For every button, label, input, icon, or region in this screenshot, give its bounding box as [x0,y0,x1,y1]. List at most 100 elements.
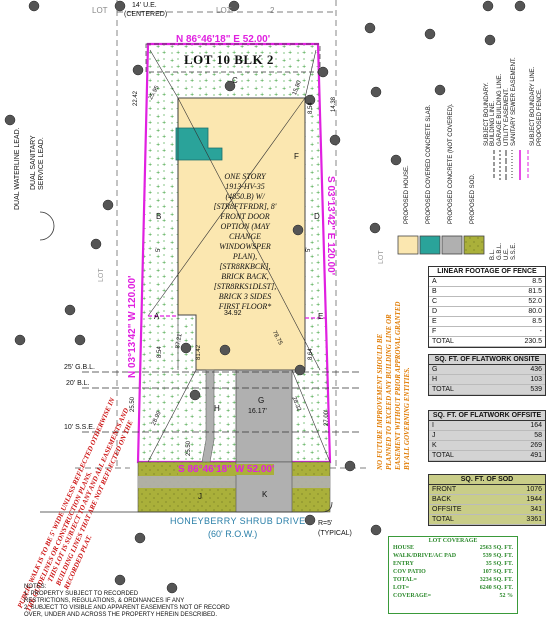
cell-value: 230.5 [524,338,542,345]
notes-block: NOTES: 1. PROPERTY SUBJECT TO RECORDED R… [24,584,304,619]
note-1-cont: RESTRICTIONS, REGULATIONS, & ORDINANCES … [24,598,185,604]
cell-value: 341 [530,506,542,513]
legend-building-line: BUILDING LINE. [490,100,496,146]
street-name: HONEYBERRY SHRUB DRIVE [170,516,306,526]
cell-value: 436 [530,366,542,373]
legend-proposed-fence: PROPOSED FENCE. [537,88,543,146]
letter-d: D [314,212,320,221]
table-row: OFFSITE 341 [429,505,545,515]
cell-key: ENTRY [393,561,414,567]
notes-title: NOTES: [24,584,47,590]
utility-easement-centered: (CENTERED) [124,11,168,18]
table-row: D 80.0 [429,307,545,317]
driveway [235,369,293,463]
cell-value: 35 SQ. FT. [485,561,513,567]
table-row: ENTRY 35 SQ. FT. [389,560,517,568]
utility-easement [145,43,321,73]
legend-line-samples [493,150,529,180]
dim-27-00: 27.00' [324,409,330,426]
dim-8-54-top: 8.54 [308,102,314,114]
table-row: J 58 [429,431,545,441]
onsite-table-title: SQ. FT. OF FLATWORK ONSITE [429,355,545,365]
top-lot-number-right: 2 [270,6,275,15]
legend-abbr-gbl: G.B.L. [497,242,503,260]
legend-concrete: PROPOSED CONCRETE (NOT COVERED). [448,103,454,224]
cell-value: 6240 SQ. FT. [479,585,513,591]
west-bearing: N 03°13'42" W 120.00' [127,275,138,378]
letter-k: K [262,490,268,499]
cell-key: LOT= [393,585,410,591]
cell-value: 1944 [526,496,542,503]
cell-value: 58 [534,432,542,439]
dim-81-42: 81.42 [196,344,202,360]
cell-value: 164 [530,422,542,429]
dim-14-38: 14.38 [331,96,337,112]
future-improvement-note: NO FUTURE IMPROVEMENT SHOULD BE PLANNED … [376,301,411,470]
note-2-cont: OVER, UNDER AND ACROSS THE PROPERTY HERE… [24,612,218,618]
table-row: LOT= 6240 SQ. FT. [389,584,517,592]
table-row: G 436 [429,365,545,375]
cell-value: 3234 SQ. FT. [479,577,513,583]
cell-key: D [432,308,438,315]
lot-block-title: LOT 10 BLK 2 [184,52,274,67]
letter-g: G [258,396,265,405]
dim-16-17: 16.17' [248,408,267,415]
cell-value: - [539,328,542,335]
street-row: (60' R.O.W.) [208,529,258,539]
legend-sanitary-sewer-easement: SANITARY SEWER EASEMENT. [511,57,517,146]
dim-25-50-b: 25.50 [186,440,192,456]
legend-abbr-sse: S.S.E. [511,242,517,260]
cell-key: C [432,298,438,305]
legend-subject-boundary: SUBJECT BOUNDARY. [484,82,490,146]
waterline-symbol [39,211,55,241]
cell-value: 1076 [526,486,542,493]
cell-key: TOTAL [432,386,454,393]
sod-table-title: SQ. FT. OF SOD [429,475,545,485]
table-row: F- [429,327,545,337]
sewer-easement-label: 10' S.S.E. [64,424,95,431]
building-line-label: 20' B.L. [66,380,90,387]
letter-e: E [318,312,324,321]
cell-value: 539 [530,386,542,393]
cell-value: 52.0 [528,298,542,305]
curb-radius: R=5' [318,520,333,527]
cell-key: FRONT [432,486,457,493]
note-2: 2. SUBJECT TO VISIBLE AND APPARENT EASEM… [24,605,230,611]
cell-value: 80.0 [528,308,542,315]
table-row: FRONT 1076 [429,485,545,495]
cell-key: B [432,288,437,295]
sewer-lead-label: DUAL SANITARY SERVICE LEAD. [30,135,45,190]
table-row: TOTAL 539 [429,385,545,395]
cell-key: G [432,366,438,373]
letter-j: J [198,492,202,501]
cell-value: 269 [530,442,542,449]
dimension-diagonals [147,49,331,463]
offsite-table-title: SQ. FT. OF FLATWORK OFFSITE [429,411,545,421]
cell-key: A [432,278,437,285]
legend-subject-boundary-line: SUBJECT BOUNDARY LINE. [530,66,536,146]
cell-key: OFFSITE [432,506,462,513]
north-bearing: N 86°46'18" E 52.00' [176,34,271,45]
legend-abbr-bl: B.L. [490,249,496,260]
house-description: ONE STORY 1913-HV-35 (4850.B) W/ [STR8FT… [213,172,277,311]
cell-key: J [432,432,436,439]
south-bearing: S 86°46'18" W 52.00' [178,464,275,475]
cell-key: WALK/DRIVE/AC PAD [393,553,457,559]
cell-key: TOTAL [432,452,454,459]
garage-building-line-label: 25' G.B.L. [64,364,95,371]
utility-easement-label: 14' U.E. [132,2,157,9]
cell-key: TOTAL [432,516,454,523]
street-walk [138,476,330,488]
legend-abbr-ue: U.E. [504,248,510,260]
cell-value: 103 [530,376,542,383]
